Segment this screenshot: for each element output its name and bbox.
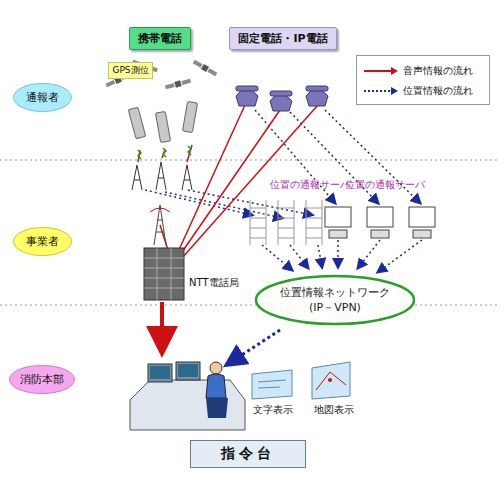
text-label: 位置の通報サーバ [345, 178, 425, 192]
node-text: 通報者 [26, 90, 59, 105]
network-ellipse: 位置情報ネットワーク(IP－VPN) [254, 274, 416, 326]
radio-spark [138, 146, 191, 159]
satellite [105, 59, 218, 91]
band-label: 消防本部 [9, 365, 75, 394]
radio-tower [132, 162, 192, 190]
node-text: 固定電話・IP電話 [238, 31, 327, 46]
exchange-building [144, 248, 184, 300]
server-rack [250, 200, 322, 245]
location-flow [228, 330, 280, 364]
band-label: 通報者 [13, 83, 72, 112]
node-text: 携帯電話 [138, 31, 182, 46]
command-console [130, 362, 245, 430]
band-line [0, 160, 500, 161]
location-flow [145, 110, 422, 272]
text-label: NTT電話局 [188, 276, 240, 290]
label-box: 指令台 [190, 440, 306, 468]
legend-text: 位置情報の流れ [403, 84, 473, 98]
text-label: 地図表示 [314, 403, 354, 417]
relay-tower [150, 205, 170, 245]
node-text: 位置情報ネットワーク [280, 285, 390, 300]
band-label: 事業者 [13, 227, 72, 256]
text-label: 位置の通報サーバ [270, 178, 350, 192]
node-text: 事業者 [26, 234, 59, 249]
label-box: 携帯電話 [129, 27, 191, 50]
label-box: 固定電話・IP電話 [229, 27, 337, 50]
band-line [0, 305, 500, 306]
label-box: GPS測位 [108, 62, 153, 79]
server-pc [325, 207, 435, 238]
ellipse-shape [256, 276, 414, 324]
voice-flow [160, 302, 164, 350]
legend-sample [363, 86, 399, 96]
mobile-phone [128, 101, 197, 142]
node-text: GPS測位 [112, 64, 148, 77]
legend-text: 音声情報の流れ [403, 64, 473, 78]
node-text: (IP－VPN) [309, 300, 361, 315]
node-text: 指令台 [221, 445, 275, 463]
legend-sample [363, 66, 399, 76]
node-text: 消防本部 [20, 372, 64, 387]
fixed-phone [236, 86, 328, 111]
display-screen [252, 362, 350, 399]
text-label: 文字表示 [253, 403, 293, 417]
legend-box: 音声情報の流れ位置情報の流れ [356, 55, 490, 105]
ellipse-outline [254, 274, 416, 326]
